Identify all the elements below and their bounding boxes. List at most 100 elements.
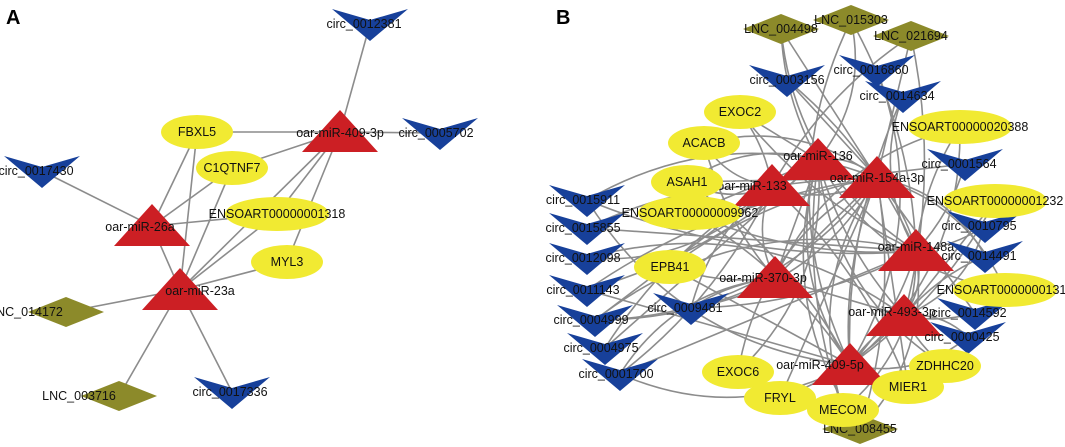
mrna-shape <box>744 381 816 415</box>
mrna-shape <box>225 197 329 231</box>
node-mirna-b_370[interactable]: oar-miR-370-3p <box>719 256 813 298</box>
node-circrna-b_c1700[interactable]: circ_0001700 <box>578 359 658 391</box>
node-mrna-b_ens1232[interactable]: ENSOART00000001232 <box>927 184 1064 218</box>
node-mirna-b_136[interactable]: oar-miR-136 <box>780 138 856 180</box>
node-mrna-a_ens[interactable]: ENSOART00000001318 <box>209 197 346 231</box>
node-label: MYL3 <box>271 255 304 269</box>
node-mirna-b_148[interactable]: oar-miR-148a <box>878 229 954 271</box>
mirna-shape <box>839 156 915 198</box>
node-circrna-b_c12098[interactable]: circ_0012098 <box>545 243 625 275</box>
node-circrna-b_c16860[interactable]: circ_0016860 <box>833 55 915 87</box>
node-circrna-b_c1564[interactable]: circ_0001564 <box>921 149 1003 181</box>
node-circrna-b_c4975[interactable]: circ_0004975 <box>563 333 643 365</box>
node-mrna-a_fbxl5[interactable]: FBXL5 <box>161 115 233 149</box>
mirna-shape <box>737 256 813 298</box>
node-circrna-a_c12381[interactable]: circ_0012381 <box>326 9 408 41</box>
node-label: ENSOART00000001232 <box>927 194 1064 208</box>
node-mirna-b_133[interactable]: oar-miR-133 <box>717 164 810 206</box>
node-mrna-b_ens9962[interactable]: ENSOART00000009962 <box>622 196 759 230</box>
node-circrna-b_c15855[interactable]: circ_0015855 <box>545 213 625 245</box>
edge-b_148-b_l15303 <box>850 19 917 252</box>
node-circrna-b_c11143[interactable]: circ_0011143 <box>546 275 625 307</box>
node-lncrna-b_l21694[interactable]: LNC_021694 <box>873 21 949 51</box>
edge-b_136-b_c4975 <box>604 159 819 349</box>
node-label: ASAH1 <box>667 175 708 189</box>
node-circrna-b_c14634[interactable]: circ_0014634 <box>859 81 941 113</box>
node-lncrna-a_l14172[interactable]: LNC_014172 <box>0 297 104 327</box>
node-mrna-b_ens1318[interactable]: ENSOART00000001318 <box>937 273 1065 307</box>
node-circrna-b_c4999[interactable]: circ_0004999 <box>553 305 633 337</box>
edge-b_409-b_c11143 <box>586 289 851 366</box>
node-mirna-a_409[interactable]: oar-miR-409-3p <box>296 110 384 152</box>
node-label: C1QTNF7 <box>204 161 261 175</box>
edge-b_136-b_409 <box>806 159 851 366</box>
node-label: circ_0009481 <box>647 301 722 315</box>
node-mrna-a_c1q[interactable]: C1QTNF7 <box>196 151 268 185</box>
node-mirna-b_493[interactable]: oar-miR-493-3p <box>848 294 942 336</box>
edge-b_136-b_l15303 <box>817 19 857 161</box>
node-label: LNC_021694 <box>874 29 948 43</box>
node-mrna-b_zdhhc20[interactable]: ZDHHC20 <box>909 349 981 383</box>
node-label: circ_0004975 <box>563 341 638 355</box>
node-circrna-b_c10795[interactable]: circ_0010795 <box>941 211 1023 243</box>
circrna-shape <box>549 213 625 245</box>
node-mirna-a_26a[interactable]: oar-miR-26a <box>105 204 190 246</box>
mrna-shape <box>161 115 233 149</box>
node-mrna-b_mecom[interactable]: MECOM <box>807 393 879 427</box>
mrna-shape <box>943 184 1047 218</box>
node-mrna-b_acacb[interactable]: ACACB <box>668 126 740 160</box>
node-label: circ_0003156 <box>749 73 824 87</box>
circrna-shape <box>402 118 478 150</box>
circrna-shape <box>839 55 915 87</box>
node-circrna-b_c3156[interactable]: circ_0003156 <box>749 65 825 97</box>
node-lncrna-b_l15303[interactable]: LNC_015303 <box>813 5 889 35</box>
node-circrna-a_c17430[interactable]: circ_0017430 <box>0 156 80 188</box>
node-mrna-b_asah1[interactable]: ASAH1 <box>651 165 723 199</box>
mirna-shape <box>142 268 218 310</box>
node-label: ACACB <box>682 136 725 150</box>
node-mirna-a_23a[interactable]: oar-miR-23a <box>142 268 235 310</box>
node-label: LNC_014172 <box>0 305 63 319</box>
node-label: oar-miR-154a-3p <box>830 171 925 185</box>
node-label: circ_0010795 <box>941 219 1016 233</box>
node-lncrna-a_l3716[interactable]: LNC_003716 <box>42 381 157 411</box>
node-label: ENSOART00000001318 <box>937 283 1065 297</box>
edge-b_148-b_c1700 <box>619 250 917 375</box>
lncrna-shape <box>873 21 949 51</box>
edge-b_409-b_c16860 <box>849 69 901 366</box>
panel-a-nodes: oar-miR-409-3p oar-miR-26a oar-miR-23a circ… <box>0 9 478 411</box>
node-circrna-b_c15911[interactable]: circ_0015911 <box>546 185 625 217</box>
circrna-shape <box>927 149 1003 181</box>
node-mrna-a_myl3[interactable]: MYL3 <box>251 245 323 279</box>
node-circrna-a_c5702[interactable]: circ_0005702 <box>398 118 478 150</box>
edge-b_136-b_493 <box>817 159 905 317</box>
node-label: LNC_015303 <box>814 13 888 27</box>
node-mrna-b_fryl[interactable]: FRYL <box>744 381 816 415</box>
node-label: circ_0012381 <box>326 17 401 31</box>
edge-a_26a-a_c17430 <box>41 170 153 227</box>
node-mrna-b_exoc6[interactable]: EXOC6 <box>702 355 774 389</box>
mrna-shape <box>908 110 1012 144</box>
mrna-shape <box>196 151 268 185</box>
node-circrna-b_c425[interactable]: circ_0000425 <box>924 322 1006 354</box>
node-mirna-b_154[interactable]: oar-miR-154a-3p <box>830 156 925 198</box>
edge-b_493-b_l21694 <box>903 35 926 317</box>
edge-b_154-b_fryl <box>779 177 878 399</box>
node-circrna-b_c14491[interactable]: circ_0014491 <box>941 241 1023 273</box>
node-mrna-b_exoc2[interactable]: EXOC2 <box>704 95 776 129</box>
circrna-shape <box>865 81 941 113</box>
node-label: MIER1 <box>889 380 927 394</box>
node-label: circ_0001564 <box>921 157 996 171</box>
circrna-shape <box>947 241 1023 273</box>
node-label: ENSOART00000001318 <box>209 207 346 221</box>
node-mrna-b_ens20388[interactable]: ENSOART00000020388 <box>892 110 1029 144</box>
node-circrna-a_c17336[interactable]: circ_0017336 <box>192 377 270 409</box>
node-label: circ_0012098 <box>545 251 620 265</box>
node-lncrna-b_l4498[interactable]: LNC_004498 <box>743 14 819 44</box>
edge-b_148-b_c15911 <box>586 199 917 255</box>
node-mrna-b_epb41[interactable]: EPB41 <box>634 250 706 284</box>
mrna-shape <box>702 355 774 389</box>
node-mirna-b_409[interactable]: oar-miR-409-5p <box>776 343 888 385</box>
node-circrna-b_c9481[interactable]: circ_0009481 <box>647 293 729 325</box>
